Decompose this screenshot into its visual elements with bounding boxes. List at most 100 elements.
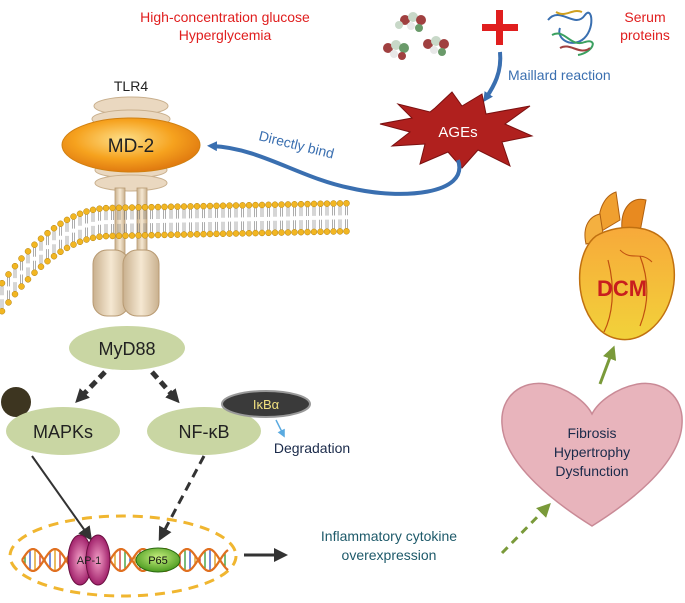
serum-line1: Serum: [624, 9, 665, 25]
lipid-pair: [31, 241, 38, 276]
maillard-label: Maillard reaction: [508, 67, 611, 83]
directly-bind-arrow: [207, 141, 462, 196]
outcome-heart-shape: [501, 382, 683, 527]
lipid-pair: [11, 262, 19, 298]
cell-membrane: [0, 200, 350, 315]
maillard-arrow: [483, 51, 503, 103]
lipid-pair: [343, 200, 350, 235]
lipid-pair: [44, 229, 51, 265]
dcm-label: DCM: [597, 276, 647, 301]
glucose-molecules-icon: [383, 12, 449, 60]
lipid-pair: [278, 201, 285, 236]
lipid-pair: [310, 200, 318, 236]
myd88-to-mapks-arrow: [75, 370, 107, 404]
degradation-label: Degradation: [274, 440, 350, 456]
mapks-node: [6, 407, 120, 455]
lipid-pair: [0, 279, 6, 315]
lipid-pair: [232, 202, 240, 237]
ikba-label: IκBα: [253, 397, 280, 412]
lipid-pair: [57, 220, 64, 256]
myd88-label: MyD88: [98, 339, 155, 359]
dna-helix: [21, 548, 229, 572]
lipid-pair: [102, 204, 110, 240]
heart-to-dcm-arrow: [598, 345, 617, 385]
myd88-to-nfkb-arrow: [150, 370, 180, 404]
dna-strand: [21, 548, 229, 572]
p65-factor: [135, 547, 181, 573]
lipid-pair: [167, 203, 175, 239]
lipid-pair: [141, 204, 149, 239]
lipid-pair: [50, 224, 58, 260]
directly-bind-label: Directly bind: [257, 127, 336, 161]
lipid-pair: [304, 200, 311, 236]
lipid-pair: [70, 213, 77, 248]
md2-node: [61, 117, 201, 173]
lipid-pair: [297, 200, 305, 236]
lipid-pair: [226, 202, 233, 237]
lipid-pair: [174, 203, 181, 238]
cytokine-line2: overexpression: [342, 547, 437, 563]
mapks-label: MAPKs: [33, 422, 93, 442]
lipid-pair: [317, 200, 324, 236]
cytokine-line1: Inflammatory cytokine: [321, 528, 457, 544]
lipid-pair: [206, 202, 214, 238]
lipid-pair: [83, 208, 90, 243]
lipid-pair: [5, 271, 12, 306]
nfkb-node: [147, 407, 261, 455]
phosphate-dot: [1, 387, 31, 417]
lipid-pair: [96, 205, 103, 240]
lipid-pair: [115, 204, 123, 240]
mapks-to-ap1-arrow: [31, 455, 93, 541]
lipid-pair: [63, 216, 71, 252]
lipid-pair: [336, 200, 344, 235]
lipid-pair: [219, 202, 227, 237]
ages-burst: [379, 91, 534, 169]
anatomical-heart-icon: [578, 191, 675, 341]
lipid-pair: [76, 210, 84, 246]
ages-label: AGEs: [438, 124, 477, 141]
ikba-node: [221, 390, 311, 418]
lipid-pair: [252, 201, 259, 237]
serum-line2: proteins: [620, 27, 670, 43]
md2-label: MD-2: [108, 136, 154, 157]
lipid-pair: [200, 202, 207, 238]
lipid-pair: [239, 202, 246, 237]
lipid-pair: [284, 201, 292, 236]
tlr4-intracellular-domain: [92, 249, 160, 317]
lipid-pair: [128, 204, 136, 239]
lipid-pair: [24, 248, 32, 283]
nfkb-to-p65-arrow: [158, 455, 206, 542]
plus-icon: [482, 10, 518, 45]
degradation-arrow: [275, 419, 285, 438]
lipid-pair: [122, 204, 129, 239]
stimulus-line2: Hyperglycemia: [179, 27, 272, 43]
lipid-pair: [193, 203, 201, 238]
p65-label: P65: [148, 555, 168, 567]
lipid-pair: [161, 203, 168, 239]
nfkb-label: NF-κB: [179, 422, 230, 442]
outcome-line2: Hypertrophy: [554, 444, 630, 460]
lipid-pair: [323, 200, 331, 235]
lipid-pair: [89, 206, 97, 242]
outcome-line3: Dysfunction: [555, 463, 628, 479]
lipid-pair: [180, 203, 188, 238]
stimulus-line1: High-concentration glucose: [140, 9, 310, 25]
lipid-pair: [245, 201, 253, 237]
lipid-pair: [258, 201, 266, 237]
lipid-pair: [291, 201, 298, 236]
lipid-pair: [265, 201, 272, 237]
lipid-pair: [330, 200, 337, 235]
cytokine-to-heart-arrow: [500, 502, 551, 555]
outcome-line1: Fibrosis: [567, 425, 616, 441]
lipid-pair: [135, 204, 142, 239]
lipid-pair: [37, 235, 45, 270]
lipid-pair: [187, 203, 194, 238]
serum-protein-icon: [547, 10, 594, 56]
tlr4-label: TLR4: [114, 78, 148, 94]
lipid-pair: [213, 202, 220, 238]
ap1-factor: [67, 534, 111, 586]
lipid-pair: [154, 203, 162, 239]
myd88-node: [69, 326, 185, 370]
